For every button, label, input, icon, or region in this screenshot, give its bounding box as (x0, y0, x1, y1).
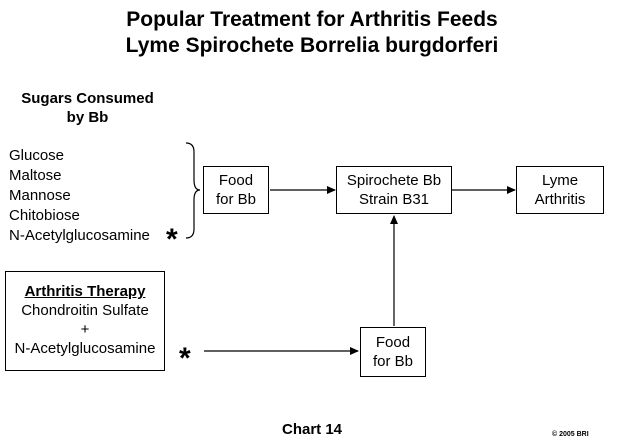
node-food-top-line-1: Food (218, 172, 254, 189)
node-lyme-line-2: Arthritis (534, 191, 586, 208)
node-food-for-bb-top: Food for Bb (203, 166, 269, 214)
sugars-heading: Sugars Consumed by Bb (0, 89, 175, 127)
sugar-item-n-acetylglucosamine: N-Acetylglucosamine (9, 227, 150, 244)
sugar-item-chitobiose: Chitobiose (9, 207, 80, 224)
arthritis-therapy-box: Arthritis Therapy Chondroitin Sulfate + … (5, 271, 165, 371)
sugars-heading-line-1: Sugars Consumed (21, 90, 154, 107)
therapy-heading: Arthritis Therapy (24, 283, 146, 300)
node-spirochete-line-2: Strain B31 (358, 191, 430, 208)
node-food-bottom-line-1: Food (375, 334, 411, 351)
therapy-line-2: + (80, 321, 90, 338)
sugar-item-mannose: Mannose (9, 187, 71, 204)
node-food-bottom-line-2: for Bb (372, 353, 414, 370)
title-line-1: Popular Treatment for Arthritis Feeds (126, 8, 498, 31)
node-food-for-bb-bottom: Food for Bb (360, 327, 426, 377)
chart-label: Chart 14 (281, 421, 343, 438)
sugar-item-maltose: Maltose (9, 167, 62, 184)
sugars-brace (185, 142, 201, 239)
copyright-notice: © 2005 BRI (552, 431, 589, 438)
therapy-line-1: Chondroitin Sulfate (21, 302, 149, 319)
title-line-2: Lyme Spirochete Borrelia burgdorferi (125, 34, 499, 57)
sugar-asterisk-marker: * (166, 223, 178, 256)
node-spirochete-line-1: Spirochete Bb (346, 172, 442, 189)
node-lyme-line-1: Lyme (541, 172, 579, 189)
therapy-asterisk-marker: * (179, 342, 191, 375)
sugars-heading-line-2: by Bb (66, 109, 109, 126)
node-lyme-arthritis: Lyme Arthritis (516, 166, 604, 214)
therapy-line-3: N-Acetylglucosamine (14, 340, 156, 357)
node-food-top-line-2: for Bb (215, 191, 257, 208)
sugar-item-glucose: Glucose (9, 147, 65, 164)
node-spirochete-bb: Spirochete Bb Strain B31 (336, 166, 452, 214)
